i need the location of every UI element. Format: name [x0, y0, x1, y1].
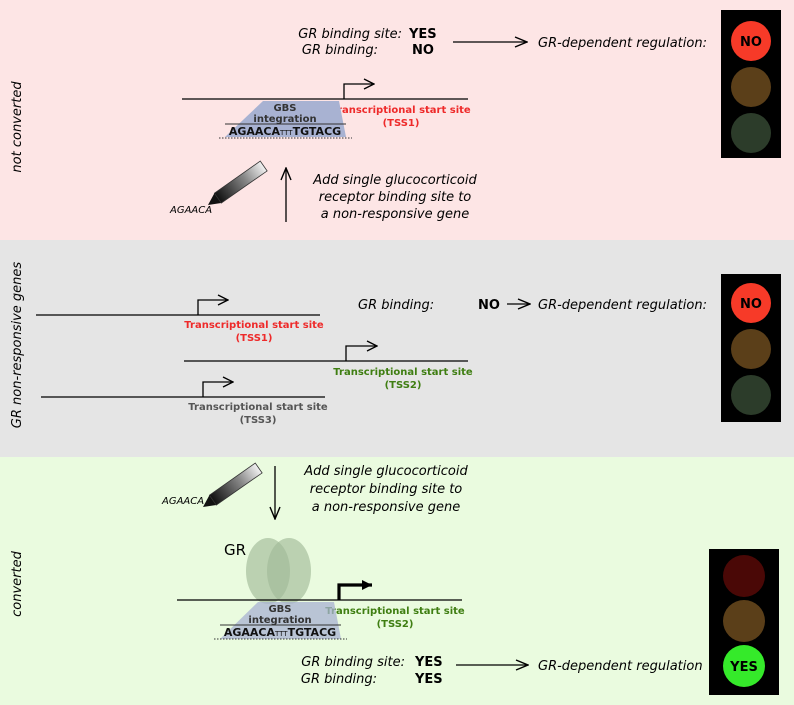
top-gbs-triangle — [225, 101, 346, 137]
middle-gene-2-tss-arrow — [345, 346, 377, 361]
bottom-gbs-sequence: AGAACATTTTGTACG — [224, 626, 336, 639]
top-gr-binding-value: NO — [412, 43, 434, 58]
top-action-line-2: receptor binding site to — [319, 190, 472, 205]
top-light-amber — [731, 67, 771, 107]
top-gbs-label-2: integration — [253, 114, 316, 125]
top-gr-binding-site-value: YES — [408, 27, 437, 42]
bottom-gr-binding-value: YES — [414, 672, 443, 687]
top-light-text: NO — [740, 35, 762, 50]
bottom-panel-bg — [0, 457, 794, 705]
middle-gr-binding-value: NO — [478, 298, 500, 313]
middle-side-label: GR non-responsive genes — [10, 262, 25, 429]
top-regulation-label: GR-dependent regulation: — [538, 36, 707, 51]
bottom-action-line-1: Add single glucocorticoid — [303, 464, 468, 479]
bottom-gr-label: GR — [224, 541, 246, 559]
top-tss-arrow — [343, 84, 374, 99]
bottom-tss-label: Transcriptional start site — [325, 606, 465, 617]
top-gbs-sequence: AGAACATTTTGTACG — [229, 125, 341, 138]
middle-gene-1-tss-arrow — [197, 300, 228, 315]
bottom-tss-id: (TSS2) — [377, 619, 414, 630]
middle-gene-2-tss-id: (TSS2) — [385, 380, 422, 391]
top-traffic-light: NO — [721, 10, 781, 158]
middle-light-amber — [731, 329, 771, 369]
bottom-gr-binding-label: GR binding: — [301, 672, 377, 687]
bottom-traffic-light: YES — [709, 549, 779, 695]
middle-gene-3-tss-label: Transcriptional start site — [188, 402, 328, 413]
middle-gene-3-tss-arrow — [202, 382, 233, 397]
bottom-action-line-3: a non-responsive gene — [312, 500, 460, 515]
bottom-side-label: converted — [10, 550, 25, 616]
middle-gene-1-tss-label: Transcriptional start site — [184, 320, 324, 331]
bottom-action-line-2: receptor binding site to — [310, 482, 463, 497]
bottom-gbs-seq-b: TTT — [274, 630, 288, 638]
top-gbs-seq-a: AGAACA — [229, 125, 281, 138]
middle-light-text: NO — [740, 297, 762, 312]
top-light-red — [731, 21, 771, 61]
top-light-green — [731, 113, 771, 153]
top-action-line-1: Add single glucocorticoid — [312, 173, 477, 188]
top-action-line-3: a non-responsive gene — [321, 207, 469, 222]
middle-traffic-light: NO — [721, 274, 781, 422]
bottom-gbs-seq-a: AGAACA — [224, 626, 276, 639]
top-pen-icon — [208, 160, 268, 205]
bottom-gr-binding-site-value: YES — [414, 655, 443, 670]
top-gr-binding-label: GR binding: — [302, 43, 378, 58]
bottom-gbs-label-1: GBS — [268, 604, 291, 615]
middle-gr-binding-label: GR binding: — [358, 298, 434, 313]
middle-gene-2-tss-label: Transcriptional start site — [333, 367, 473, 378]
bottom-light-text: YES — [729, 660, 758, 675]
bottom-light-red — [723, 555, 765, 597]
bottom-regulation-label: GR-dependent regulation — [538, 659, 703, 674]
bottom-light-green — [723, 645, 765, 687]
bottom-gbs-triangle — [220, 602, 341, 639]
top-pen-text: AGAACA — [169, 205, 212, 216]
top-gbs-seq-b: TTT — [279, 129, 293, 137]
middle-light-green — [731, 375, 771, 415]
bottom-pen-icon — [203, 462, 263, 507]
top-tss-id: (TSS1) — [383, 118, 420, 129]
bottom-gr-binding-site-label: GR binding site: — [301, 655, 405, 670]
bottom-pen-text: AGAACA — [161, 496, 204, 507]
middle-gene-1-tss-id: (TSS1) — [236, 333, 273, 344]
top-panel-bg — [0, 0, 794, 240]
top-gbs-label-1: GBS — [273, 103, 296, 114]
top-side-label: not converted — [10, 81, 25, 173]
top-gbs-seq-c: TGTACG — [293, 125, 342, 138]
top-tss-label: Transcriptional start site — [331, 105, 471, 116]
bottom-gr-right-oval — [267, 538, 311, 604]
bottom-light-amber — [723, 600, 765, 642]
bottom-gbs-seq-c: TGTACG — [288, 626, 337, 639]
middle-panel-bg — [0, 240, 794, 457]
middle-gene-3-tss-id: (TSS3) — [240, 415, 277, 426]
middle-light-red — [731, 283, 771, 323]
middle-regulation-label: GR-dependent regulation: — [538, 298, 707, 313]
bottom-tss-arrow — [337, 580, 372, 600]
top-gr-binding-site-label: GR binding site: — [298, 27, 402, 42]
bottom-gbs-label-2: integration — [248, 615, 311, 626]
